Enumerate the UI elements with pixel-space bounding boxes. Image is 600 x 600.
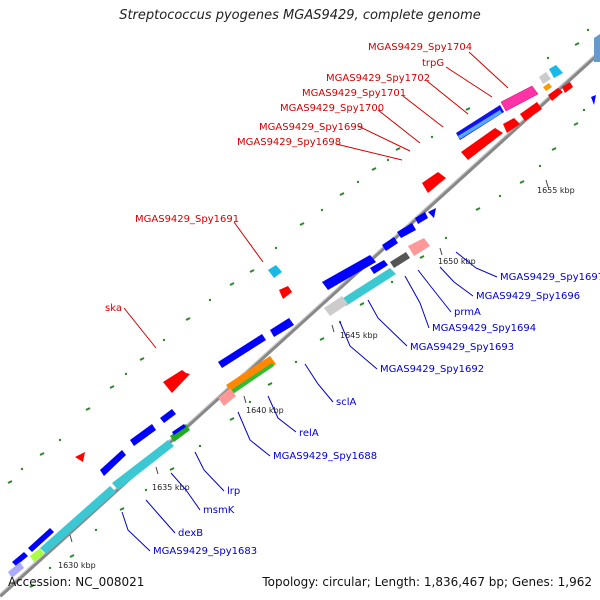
gene-spy1694[interactable] <box>382 237 398 251</box>
label-spy1697: MGAS9429_Spy1697 <box>500 272 600 283</box>
tick-1650: 1650 kbp <box>438 257 476 266</box>
gene-prmA[interactable] <box>397 223 416 238</box>
label-msmK: msmK <box>203 505 235 516</box>
gene-spy1697[interactable] <box>415 212 428 224</box>
label-spy1692: MGAS9429_Spy1692 <box>380 364 484 375</box>
tick-1655: 1655 kbp <box>537 186 575 195</box>
kbp-ticks <box>69 179 549 543</box>
gene-spy1683[interactable] <box>12 552 28 566</box>
label-spy1696: MGAS9429_Spy1696 <box>476 291 580 302</box>
reverse-strand-genes <box>12 95 596 566</box>
tick-1640: 1640 kbp <box>246 406 284 415</box>
genome-stats-text: Topology: circular; Length: 1,836,467 bp… <box>262 575 592 589</box>
reverse-rna-genes <box>8 238 430 578</box>
gc-skew-ticks <box>7 42 580 588</box>
label-spy1704: MGAS9429_Spy1704 <box>368 42 472 53</box>
corner-gene-right <box>594 34 600 62</box>
label-lrp: lrp <box>227 486 240 497</box>
label-spy1699: MGAS9429_Spy1699 <box>259 122 363 133</box>
gc-dots <box>20 28 590 570</box>
label-spy1694: MGAS9429_Spy1694 <box>432 323 536 334</box>
forward-strand-genes <box>75 82 573 462</box>
label-prmA: prmA <box>454 307 481 318</box>
gene-spy1688[interactable] <box>218 334 266 368</box>
label-spy1683: MGAS9429_Spy1683 <box>153 546 257 557</box>
gene-spy1692[interactable] <box>322 255 376 290</box>
gene-small-arrow <box>75 452 85 462</box>
label-relA: relA <box>299 428 319 439</box>
gene-spy1693[interactable] <box>370 260 388 274</box>
genome-title: Streptococcus pyogenes MGAS9429, complet… <box>119 8 481 23</box>
gene-small-b <box>591 95 596 105</box>
gene-ska[interactable] <box>163 370 190 393</box>
label-spy1701: MGAS9429_Spy1701 <box>302 88 406 99</box>
gene-spy1701[interactable] <box>520 102 542 121</box>
gene-spy1702[interactable] <box>548 88 563 101</box>
label-spy1698: MGAS9429_Spy1698 <box>237 137 341 148</box>
label-spy1691: MGAS9429_Spy1691 <box>135 214 239 225</box>
blue-label-leaders <box>121 251 498 552</box>
gene-dexB[interactable] <box>28 528 54 552</box>
gene-relA[interactable] <box>160 409 176 423</box>
red-label-leaders <box>123 51 509 349</box>
label-dexB: dexB <box>178 528 203 539</box>
gene-small-a <box>428 208 436 218</box>
tick-1630: 1630 kbp <box>58 561 96 570</box>
gene-sclA[interactable] <box>270 318 294 337</box>
label-sclA: sclA <box>336 397 356 408</box>
gene-lrp[interactable] <box>130 424 156 446</box>
label-ska: ska <box>105 303 122 314</box>
tick-1635: 1635 kbp <box>152 483 190 492</box>
label-spy1688: MGAS9429_Spy1688 <box>273 451 377 462</box>
gene-spy1699[interactable] <box>461 128 503 160</box>
label-trpG: trpG <box>422 58 444 69</box>
forward-rna-genes <box>268 65 563 278</box>
gene-msmK[interactable] <box>100 450 126 476</box>
label-spy1702: MGAS9429_Spy1702 <box>326 73 430 84</box>
tick-1645: 1645 kbp <box>340 331 378 340</box>
gene-spy1691[interactable] <box>279 286 292 299</box>
label-spy1693: MGAS9429_Spy1693 <box>410 342 514 353</box>
gene-spy1698[interactable] <box>422 172 446 193</box>
accession-text: Accession: NC_008021 <box>8 575 145 589</box>
gene-spy1700[interactable] <box>503 118 520 133</box>
label-spy1700: MGAS9429_Spy1700 <box>280 103 384 114</box>
gene-spy1704[interactable] <box>562 82 573 93</box>
